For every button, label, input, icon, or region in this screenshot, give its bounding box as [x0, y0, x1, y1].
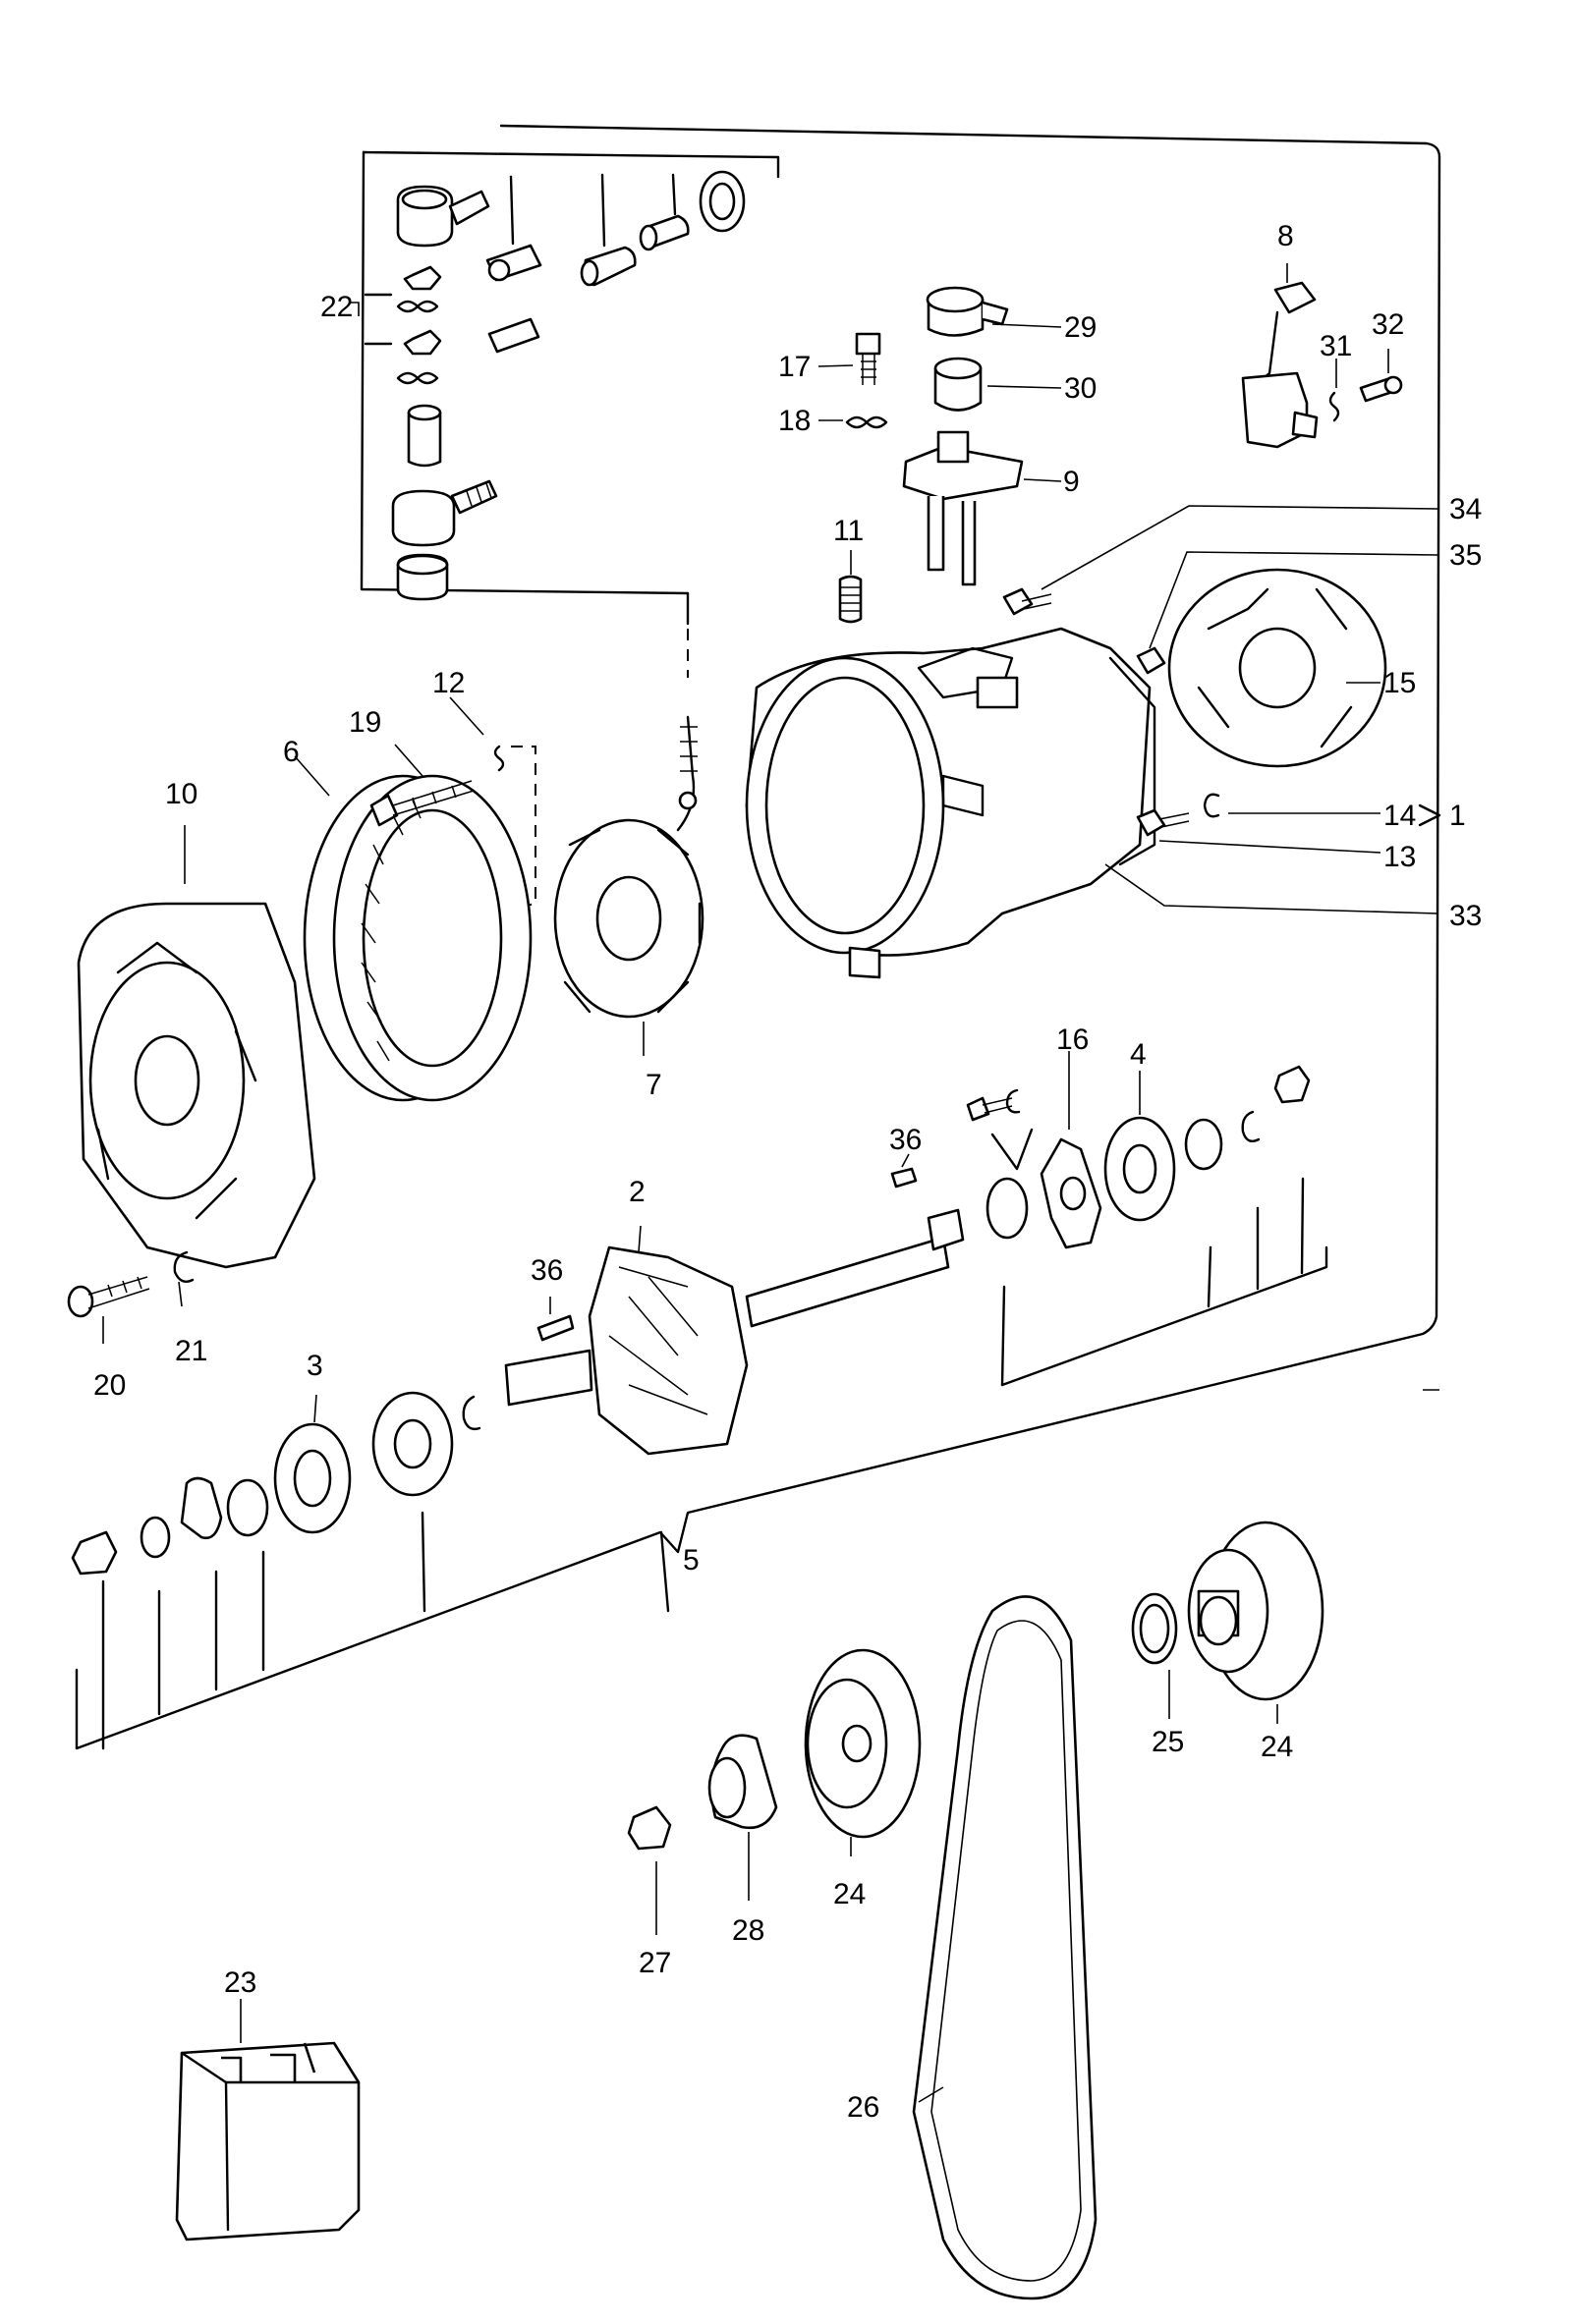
part-10-drive-end-plate [77, 902, 316, 1269]
part-36-keys [536, 1167, 918, 1342]
callout-2: 2 [629, 1176, 646, 1208]
part-4-16-bearing-stack [966, 1065, 1311, 1249]
part-24-pulley-left [804, 1648, 922, 1839]
callout-labels: 1 2 3 4 5 6 7 8 9 10 11 12 13 14 15 16 1… [93, 220, 1482, 2124]
part-23-relay [175, 2041, 361, 2241]
callout-4: 4 [1130, 1038, 1147, 1071]
part-7-rectifier [553, 715, 704, 1019]
callout-5: 5 [683, 1544, 700, 1577]
callout-9: 9 [1063, 466, 1080, 498]
part-17-18-11-screws [838, 332, 888, 624]
callout-17: 17 [778, 351, 811, 383]
callout-6: 6 [283, 736, 300, 768]
callout-24-left: 24 [833, 1878, 866, 1910]
callout-28: 28 [732, 1914, 764, 1947]
part-29-30-9-regulator-assembly [902, 286, 1024, 586]
callout-29: 29 [1064, 311, 1097, 344]
callout-19: 19 [349, 706, 381, 739]
callout-31: 31 [1320, 330, 1352, 362]
part-27-nut [627, 1805, 672, 1851]
callout-15: 15 [1383, 667, 1416, 699]
part-6-stator [303, 774, 533, 1102]
callout-leader-lines [102, 263, 1439, 2103]
part-2-rotor [504, 1208, 965, 1456]
callout-20: 20 [93, 1369, 126, 1402]
callout-1: 1 [1449, 800, 1466, 832]
callout-24-right: 24 [1261, 1731, 1293, 1763]
callout-18: 18 [778, 405, 811, 437]
part-13-14-34-35-fasteners [1002, 587, 1220, 837]
callout-36-lower: 36 [531, 1254, 563, 1287]
callout-12: 12 [432, 667, 465, 699]
callout-14: 14 [1383, 800, 1416, 832]
callout-7: 7 [646, 1069, 662, 1101]
callout-10: 10 [165, 778, 197, 810]
callout-35: 35 [1449, 539, 1482, 572]
part-25-washer [1131, 1592, 1178, 1665]
callout-23: 23 [224, 1966, 256, 1999]
assembly-bracket-lines [75, 124, 1441, 1750]
part-3-bearing-and-washers [71, 1391, 481, 1576]
callout-34: 34 [1449, 493, 1482, 526]
callout-25: 25 [1152, 1726, 1184, 1758]
part-20-21-screw [67, 1250, 195, 1318]
callout-21: 21 [175, 1335, 207, 1367]
callout-13: 13 [1383, 841, 1416, 873]
part-26-v-belt [912, 1595, 1098, 2300]
part-8-31-32-brush-holder [1241, 281, 1403, 449]
part-22-terminal-set [364, 170, 746, 601]
alternator-housing [745, 627, 1156, 979]
callout-32: 32 [1372, 308, 1404, 341]
callout-26: 26 [847, 2091, 879, 2124]
callout-8: 8 [1277, 220, 1294, 252]
part-24-pulley-right [1187, 1521, 1324, 1701]
part-19-12-screw [369, 745, 505, 827]
part-28-spacer [707, 1734, 778, 1830]
callout-30: 30 [1064, 372, 1097, 405]
callout-22: 22 [320, 291, 353, 323]
part-15-slip-ring-end-plate [1167, 568, 1387, 768]
callout-16: 16 [1056, 1024, 1089, 1056]
callout-36-upper: 36 [889, 1124, 922, 1156]
callout-33: 33 [1449, 900, 1482, 932]
callout-3: 3 [307, 1350, 323, 1382]
callout-27: 27 [639, 1947, 671, 1979]
callout-11: 11 [833, 515, 864, 547]
